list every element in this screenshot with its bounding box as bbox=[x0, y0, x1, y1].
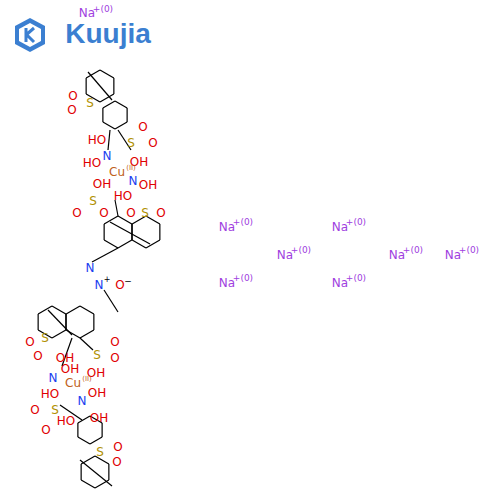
atom-label: S bbox=[86, 97, 94, 109]
atom-label: HO bbox=[57, 415, 75, 427]
sodium-ion: +(0) bbox=[403, 246, 423, 255]
sodium-ion: Na bbox=[445, 249, 461, 261]
atom-label: O bbox=[110, 352, 119, 364]
atom-label: O bbox=[138, 121, 147, 133]
atom-label: O bbox=[110, 336, 119, 348]
atom-label: OH bbox=[90, 412, 108, 424]
atom-label: O bbox=[67, 104, 76, 116]
atom-label: N bbox=[129, 175, 138, 187]
logo-icon bbox=[15, 18, 45, 52]
atom-label: − bbox=[124, 277, 132, 286]
atom-label: S bbox=[141, 207, 149, 219]
atom-label: O bbox=[113, 441, 122, 453]
atom-label: HO bbox=[114, 190, 132, 202]
sodium-ion: +(0) bbox=[291, 246, 311, 255]
atom-label: OH bbox=[88, 387, 106, 399]
atom-label: HO bbox=[83, 157, 101, 169]
sodium-ion: +(0) bbox=[459, 246, 479, 255]
atom-label: O bbox=[33, 350, 42, 362]
sodium-ion: +(0) bbox=[346, 218, 366, 227]
atom-label: N bbox=[103, 150, 112, 162]
atom-label: S bbox=[96, 446, 104, 458]
atom-label: O bbox=[148, 137, 157, 149]
atom-label: N bbox=[95, 279, 104, 291]
atom-label: N bbox=[78, 395, 87, 407]
sodium-ion: +(0) bbox=[346, 274, 366, 283]
atom-label: O bbox=[72, 207, 81, 219]
sodium-ion: Na bbox=[219, 221, 235, 233]
atom-label: Cu bbox=[109, 166, 125, 178]
atom-label: HO bbox=[41, 388, 59, 400]
sodium-ion: +(0) bbox=[93, 5, 113, 14]
sodium-ion: Na bbox=[277, 249, 293, 261]
sodium-ion: Na bbox=[389, 249, 405, 261]
sodium-ion: Na bbox=[219, 277, 235, 289]
sodium-ion: +(0) bbox=[233, 274, 253, 283]
sodium-ion: Na bbox=[79, 7, 95, 19]
atom-label: HO bbox=[88, 134, 106, 146]
atom-label: (II) bbox=[82, 376, 92, 383]
atom-label: Cu bbox=[65, 377, 81, 389]
logo-text: Kuujia bbox=[65, 20, 151, 48]
atom-label: O bbox=[112, 456, 121, 468]
atom-label: O bbox=[126, 207, 135, 219]
atom-label: OH bbox=[61, 363, 79, 375]
sodium-ion: Na bbox=[332, 277, 348, 289]
atom-label: S bbox=[89, 195, 97, 207]
atom-label: O bbox=[99, 207, 108, 219]
atom-label: N bbox=[86, 262, 95, 274]
bond-lines bbox=[38, 70, 160, 488]
atom-label: O bbox=[115, 279, 124, 291]
atom-label: (II) bbox=[126, 165, 136, 172]
atom-label: O bbox=[68, 90, 77, 102]
atom-label: S bbox=[127, 137, 135, 149]
sodium-ion: Na bbox=[332, 221, 348, 233]
atom-label: OH bbox=[93, 178, 111, 190]
atom-label: O bbox=[30, 404, 39, 416]
atom-label: O bbox=[156, 207, 165, 219]
atom-label: S bbox=[93, 349, 101, 361]
atom-label: OH bbox=[139, 179, 157, 191]
atom-label: N bbox=[49, 372, 58, 384]
atom-label: O bbox=[25, 336, 34, 348]
sodium-ion: +(0) bbox=[233, 218, 253, 227]
atom-label: S bbox=[41, 332, 49, 344]
atom-label: + bbox=[104, 276, 111, 284]
atom-label: O bbox=[41, 424, 50, 436]
